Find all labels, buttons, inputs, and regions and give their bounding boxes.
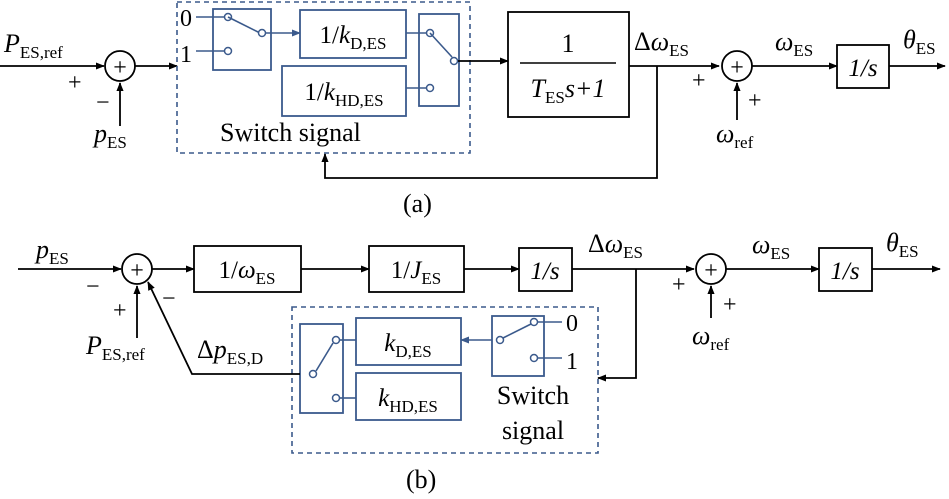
a-input-pesref-label: PES,ref	[3, 29, 63, 62]
a-caption: (a)	[403, 189, 432, 218]
b-input-pesref-label: PES,ref	[85, 331, 145, 364]
b-sum2-plus-bottom: +	[723, 292, 737, 318]
b-omega-ref-label: ωref	[692, 321, 730, 354]
svg-text:1/kHD,ES: 1/kHD,ES	[304, 79, 383, 110]
a-sum2-plus-left: +	[692, 68, 706, 94]
a-delta-omega-label: ΔωES	[634, 27, 689, 60]
a-omega-ref-label: ωref	[716, 119, 754, 152]
a-selector-switch-right	[406, 13, 460, 107]
b-delta-p-feedback-wire	[147, 281, 300, 375]
b-delta-omega-label: ΔωES	[588, 229, 643, 262]
a-switch-region	[176, 1, 471, 154]
a-first-order-transfer-block: 1 TESs+1	[507, 11, 630, 118]
svg-text:+: +	[113, 55, 127, 81]
a-integrator-block: 1/s	[836, 44, 890, 89]
a-sum1-minus-sign: −	[96, 90, 110, 116]
svg-text:kD,ES: kD,ES	[384, 330, 431, 361]
svg-text:kHD,ES: kHD,ES	[378, 385, 438, 416]
a-switch-signal-label: Switch signal	[220, 118, 361, 147]
svg-text:1/s: 1/s	[848, 55, 877, 82]
svg-text:TESs+1: TESs+1	[531, 74, 606, 107]
b-gain-khd: kHD,ES	[355, 372, 462, 421]
b-gain-1-over-j: 1/JES	[368, 245, 465, 293]
b-sum2-plus-left: +	[672, 272, 686, 298]
svg-text:1/s: 1/s	[530, 258, 559, 285]
b-integrator-block-1: 1/s	[518, 247, 573, 292]
svg-text:1/s: 1/s	[830, 258, 859, 285]
b-switch-pos-1: 1	[566, 349, 578, 375]
svg-text:+: +	[730, 55, 744, 81]
b-switch-pos-0: 0	[566, 311, 578, 337]
b-sum1-minus-fb: −	[162, 286, 176, 312]
svg-text:1/JES: 1/JES	[391, 257, 441, 288]
b-feedback-to-switch-wire	[597, 269, 637, 382]
a-input-pes-label: pES	[92, 119, 127, 152]
a-sum2-plus-bottom: +	[748, 88, 762, 114]
a-feedback-to-switch-wire	[321, 66, 658, 179]
a-sum-junction-2: +	[721, 50, 753, 82]
b-gain-1-over-omega: 1/ωES	[193, 245, 302, 293]
b-selector-switch-left	[299, 323, 356, 414]
a-switch-pos-0: 0	[180, 6, 192, 32]
b-switch-region	[291, 306, 599, 454]
panel-a: PES,ref + + − pES 0 1 1/kD,ES	[0, 1, 946, 218]
svg-text:+: +	[704, 258, 718, 284]
b-theta-label: θES	[886, 228, 919, 261]
b-delta-p-label: ΔpES,D	[197, 335, 263, 368]
a-omega-es-label: ωES	[775, 27, 813, 60]
b-caption: (b)	[406, 465, 436, 494]
b-integrator-block-2: 1/s	[818, 247, 873, 292]
a-switch-pos-1: 1	[180, 42, 192, 68]
b-sum1-plus-bottom: +	[113, 298, 127, 324]
a-sum1-plus-sign: +	[68, 70, 82, 96]
svg-text:1/ωES: 1/ωES	[219, 257, 276, 288]
b-switch-label-line2: signal	[502, 416, 564, 445]
a-theta-label: θES	[903, 25, 936, 58]
b-switch-label-line1: Switch	[497, 381, 569, 410]
b-selector-switch-right	[491, 315, 562, 377]
b-omega-es-label: ωES	[752, 230, 790, 263]
a-gain-1-over-kd: 1/kD,ES	[299, 9, 407, 59]
svg-text:1: 1	[562, 29, 575, 58]
panel-b: pES − + + − PES,ref 1/ωES 1/JES 1/s ΔωES…	[18, 228, 941, 494]
b-gain-kd: kD,ES	[355, 317, 462, 366]
a-sum-junction-1: +	[104, 50, 136, 82]
svg-text:+: +	[130, 258, 144, 284]
b-sum-junction-2: +	[695, 253, 727, 285]
b-sum-junction-1: +	[121, 253, 153, 285]
b-sum1-minus-left: −	[86, 274, 100, 300]
a-gain-1-over-khd: 1/kHD,ES	[281, 65, 407, 117]
svg-text:1/kD,ES: 1/kD,ES	[320, 22, 387, 53]
a-selector-switch-left	[196, 8, 301, 71]
b-input-pes-label: pES	[34, 235, 69, 268]
